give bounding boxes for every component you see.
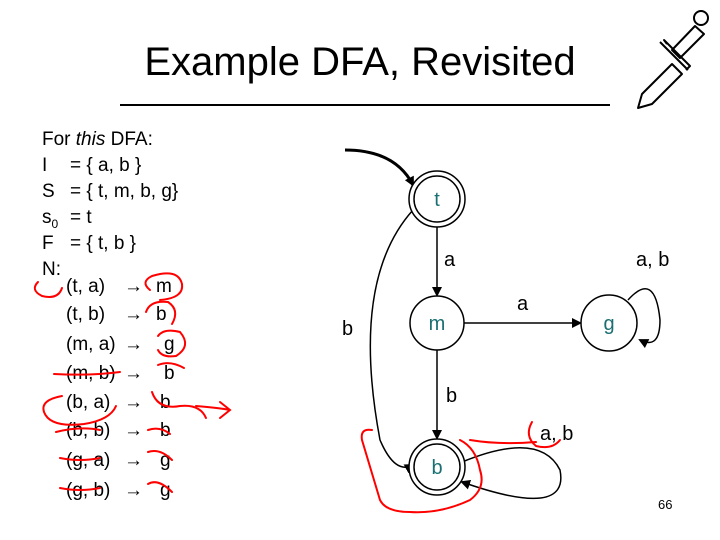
edge-g-loop (627, 288, 661, 349)
ink-ba-b-scribble (151, 391, 207, 419)
state-label-t: t (434, 189, 440, 211)
ink-tb-circle (145, 300, 177, 325)
ink-ga-marks (59, 450, 173, 461)
def-row-final-states: F (42, 231, 54, 257)
def-row-final-states-value: = { t, b } (70, 233, 137, 254)
ink-mb-b-mark (157, 362, 185, 369)
ink-ma-circle (157, 329, 187, 358)
ink-arrow-mark (195, 401, 232, 419)
definition-intro: For this DFA: (42, 127, 153, 153)
def-symbol: I (42, 155, 48, 176)
edge-label-t-b: b (342, 318, 353, 340)
state-b: b (408, 438, 466, 496)
slide-title: Example DFA, Revisited (0, 40, 720, 85)
ink-n-mark (33, 281, 63, 298)
state-label-m: m (429, 313, 446, 335)
transition-arrow: → (124, 334, 143, 355)
transition-arrow: → (124, 392, 143, 413)
ink-b-loop (360, 428, 483, 514)
state-g: g (580, 294, 638, 352)
ink-bb-marks (55, 427, 171, 435)
slide-title-text: Example DFA, Revisited (144, 40, 576, 84)
red-ink-annotations (33, 272, 561, 514)
ink-b-link (469, 439, 537, 445)
def-row-input-alphabet: I (42, 153, 47, 179)
intro-italic: this (75, 129, 106, 150)
edge-label-g-loop: a, b (636, 249, 669, 271)
transition-target: b (156, 304, 167, 325)
transition-target: b (160, 392, 171, 413)
edge-label-t-m: a (444, 249, 456, 271)
transition-arrow: → (124, 363, 143, 384)
ink-ab-circle (527, 421, 561, 449)
transition-target: b (164, 363, 175, 384)
edge-label-b-loop: a, b (540, 423, 573, 445)
transition-target: g (164, 334, 175, 355)
transition-pair: (m, a) (66, 334, 116, 355)
edge-t-to-b (369, 209, 415, 474)
intro-prefix: For (42, 129, 76, 150)
state-label-g: g (603, 313, 614, 335)
transition-target: g (160, 450, 171, 471)
def-row-start-state-value: = t (70, 207, 92, 228)
sword-icon (637, 10, 709, 109)
transition-pair: (b, a) (66, 392, 111, 413)
ink-mb-underline (53, 371, 121, 376)
transition-target: g (160, 480, 171, 501)
def-row-states: S (42, 179, 55, 205)
state-label-b: b (431, 457, 442, 479)
def-symbol: F (42, 233, 54, 254)
intro-suffix: DFA: (105, 129, 153, 150)
state-t: t (408, 170, 466, 228)
transition-arrow: → (124, 304, 143, 325)
transition-arrow: → (124, 276, 143, 297)
ink-gb-marks (59, 481, 173, 493)
def-symbol: S (42, 181, 55, 202)
ink-ba-circle (42, 395, 117, 426)
title-underline (120, 104, 610, 106)
edge-label-m-b: b (446, 385, 457, 407)
transition-pair: (t, a) (66, 276, 106, 297)
def-row-input-alphabet-value: = { a, b } (70, 155, 142, 176)
def-row-states-value: = { t, m, b, g} (70, 181, 179, 202)
transition-arrow: → (124, 420, 143, 441)
slide-number: 66 (658, 497, 673, 512)
ink-m-circle (144, 272, 184, 301)
transition-arrow: → (124, 480, 143, 501)
def-n-label: N: (42, 259, 61, 280)
start-arrow (344, 148, 415, 187)
state-m: m (409, 295, 465, 351)
transition-arrow: → (124, 450, 143, 471)
edge-b-loop (460, 447, 562, 500)
def-row-start-state: s0 (42, 207, 59, 231)
edge-label-m-g: a (517, 293, 529, 315)
transition-pair: (t, b) (66, 304, 106, 325)
transition-target: m (156, 276, 172, 297)
